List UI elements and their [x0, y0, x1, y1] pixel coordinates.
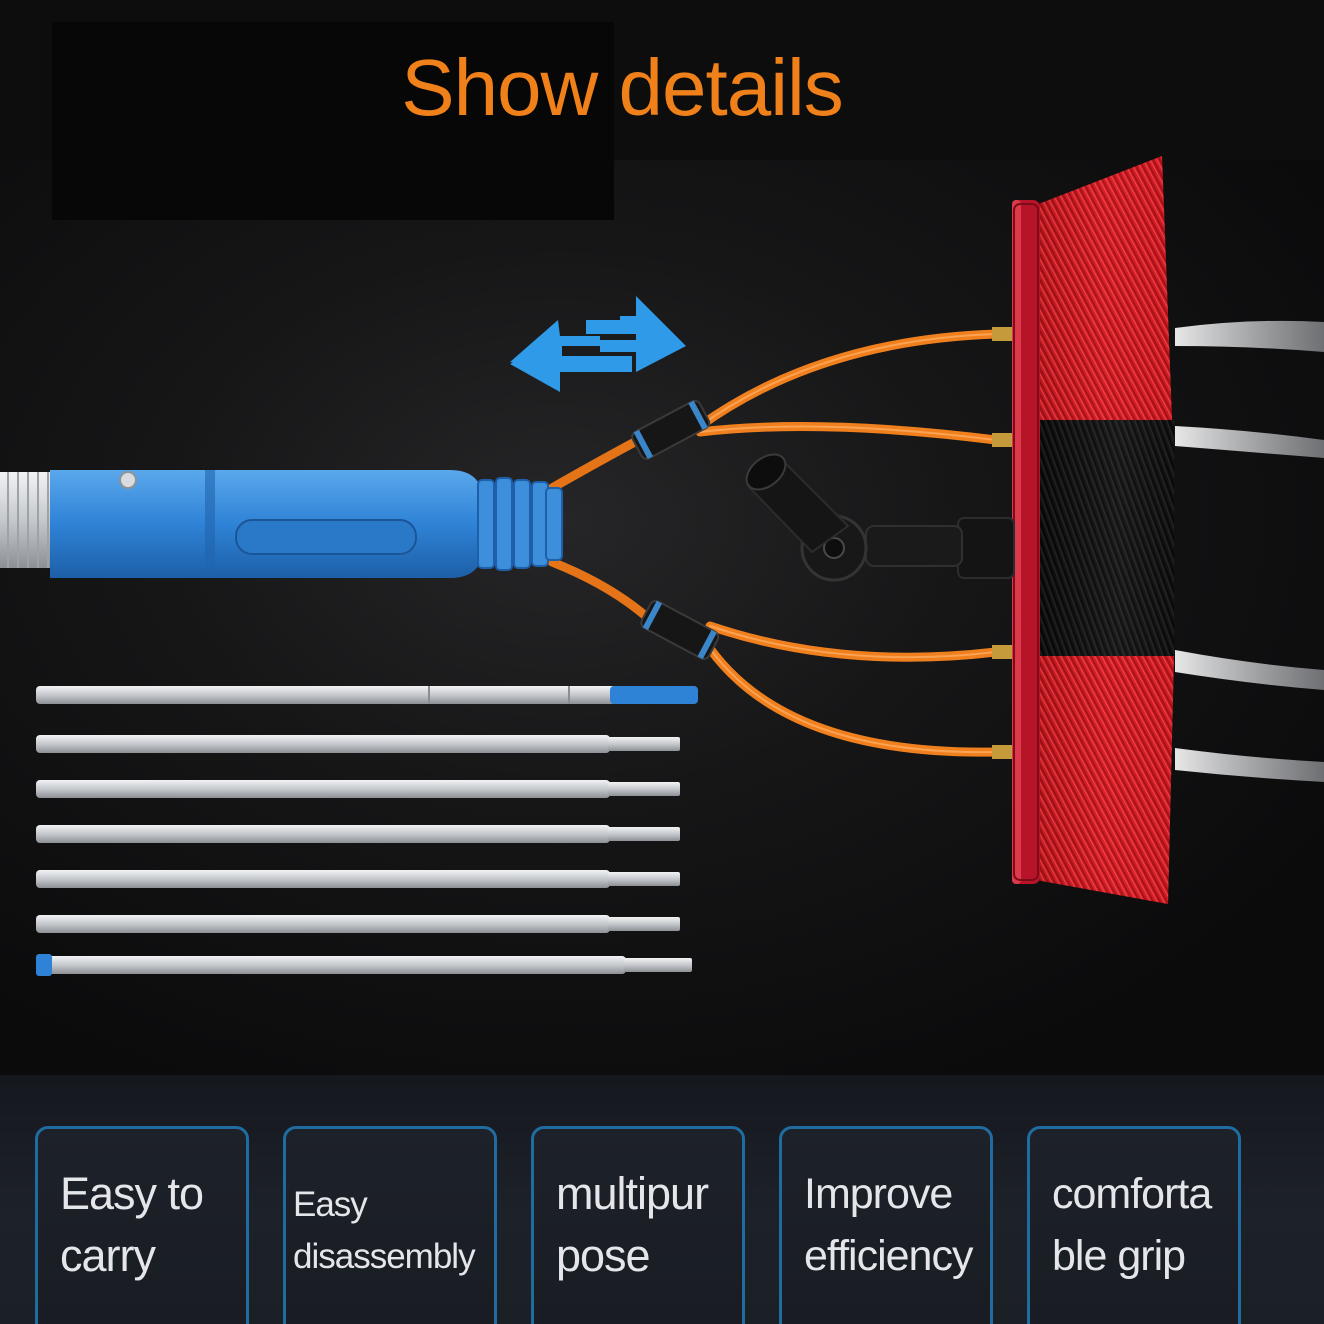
feature-card-improve-efficiency: Improve efficiency [779, 1126, 993, 1324]
product-illustration [0, 156, 1324, 976]
feature-card-comfortable-grip: comforta ble grip [1027, 1126, 1241, 1324]
feature-label: Easy to carry [60, 1168, 204, 1281]
feature-card-multipurpose: multipur pose [531, 1126, 745, 1324]
title-backdrop [52, 22, 614, 220]
swivel-nozzle [745, 453, 1015, 582]
brush-head [1012, 156, 1174, 904]
feature-label: multipur pose [556, 1168, 709, 1281]
banner-title: Show details [401, 43, 844, 132]
handle-adapter [0, 470, 563, 578]
double-arrow-icon [510, 296, 686, 392]
water-hoses [547, 327, 1012, 759]
feature-card-easy-disassembly: Easy disassembly [283, 1126, 497, 1324]
extension-poles [36, 686, 698, 976]
feature-card-easy-to-carry: Easy to carry [35, 1126, 249, 1324]
feature-label: comforta ble grip [1052, 1170, 1212, 1280]
feature-label: Easy disassembly [293, 1185, 476, 1276]
hose-splitters [631, 399, 720, 660]
water-spray [1175, 320, 1324, 782]
feature-label: Improve efficiency [804, 1170, 973, 1280]
